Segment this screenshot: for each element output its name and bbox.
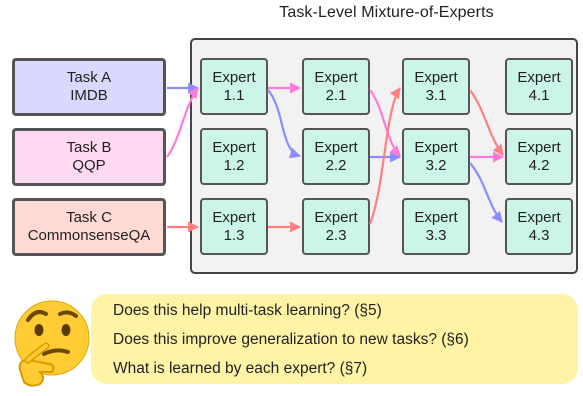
expert-label: Expert [314, 138, 358, 156]
questions-bubble [91, 294, 578, 384]
expert-id: 4.2 [528, 156, 550, 174]
expert-label: Expert [212, 138, 256, 156]
expert-1-3: Expert 1.3 [200, 198, 268, 255]
task-b-dataset: QQP [72, 157, 106, 174]
task-a-dataset: IMDB [70, 87, 108, 104]
expert-label: Expert [414, 138, 458, 156]
task-a-route [167, 82, 503, 223]
task-b-box: Task B QQP [12, 128, 166, 186]
expert-label: Expert [314, 208, 358, 226]
expert-id: 3.1 [425, 86, 447, 104]
expert-1-2: Expert 1.2 [200, 128, 268, 185]
expert-label: Expert [517, 138, 561, 156]
expert-label: Expert [212, 68, 256, 86]
expert-4-2: Expert 4.2 [505, 128, 573, 185]
expert-label: Expert [517, 68, 561, 86]
expert-3-1: Expert 3.1 [402, 58, 470, 115]
expert-id: 2.3 [325, 226, 347, 244]
thinking-face-icon [14, 300, 90, 387]
expert-id: 3.3 [425, 226, 447, 244]
expert-2-3: Expert 2.3 [302, 198, 370, 255]
task-c-route [167, 87, 504, 233]
expert-id: 4.3 [528, 226, 550, 244]
expert-2-1: Expert 2.1 [302, 58, 370, 115]
diagram-title: Task-Level Mixture-of-Experts [279, 4, 494, 21]
expert-4-3: Expert 4.3 [505, 198, 573, 255]
expert-4-1: Expert 4.1 [505, 58, 573, 115]
expert-label: Expert [517, 208, 561, 226]
expert-id: 1.3 [223, 226, 245, 244]
task-a-box: Task A IMDB [12, 58, 166, 116]
task-b-route [166, 82, 505, 163]
expert-id: 3.2 [425, 156, 447, 174]
expert-label: Expert [414, 68, 458, 86]
expert-1-1: Expert 1.1 [200, 58, 268, 115]
expert-id: 1.1 [223, 86, 245, 104]
expert-id: 2.1 [325, 86, 347, 104]
question-expert-learning: What is learned by each expert? (§7) [113, 360, 368, 377]
question-generalization: Does this improve generalization to new … [113, 331, 469, 348]
question-multitask: Does this help multi-task learning? (§5) [113, 302, 382, 319]
expert-id: 4.1 [528, 86, 550, 104]
expert-label: Expert [314, 68, 358, 86]
task-c-name: Task C [66, 209, 112, 226]
expert-label: Expert [414, 208, 458, 226]
expert-id: 1.2 [223, 156, 245, 174]
expert-2-2: Expert 2.2 [302, 128, 370, 185]
task-a-name: Task A [66, 69, 112, 86]
expert-3-2: Expert 3.2 [402, 128, 470, 185]
expert-3-3: Expert 3.3 [402, 198, 470, 255]
expert-label: Expert [212, 208, 256, 226]
task-b-name: Task B [66, 139, 112, 156]
task-c-box: Task C CommonsenseQA [12, 198, 166, 256]
expert-id: 2.2 [325, 156, 347, 174]
task-c-dataset: CommonsenseQA [27, 227, 151, 244]
